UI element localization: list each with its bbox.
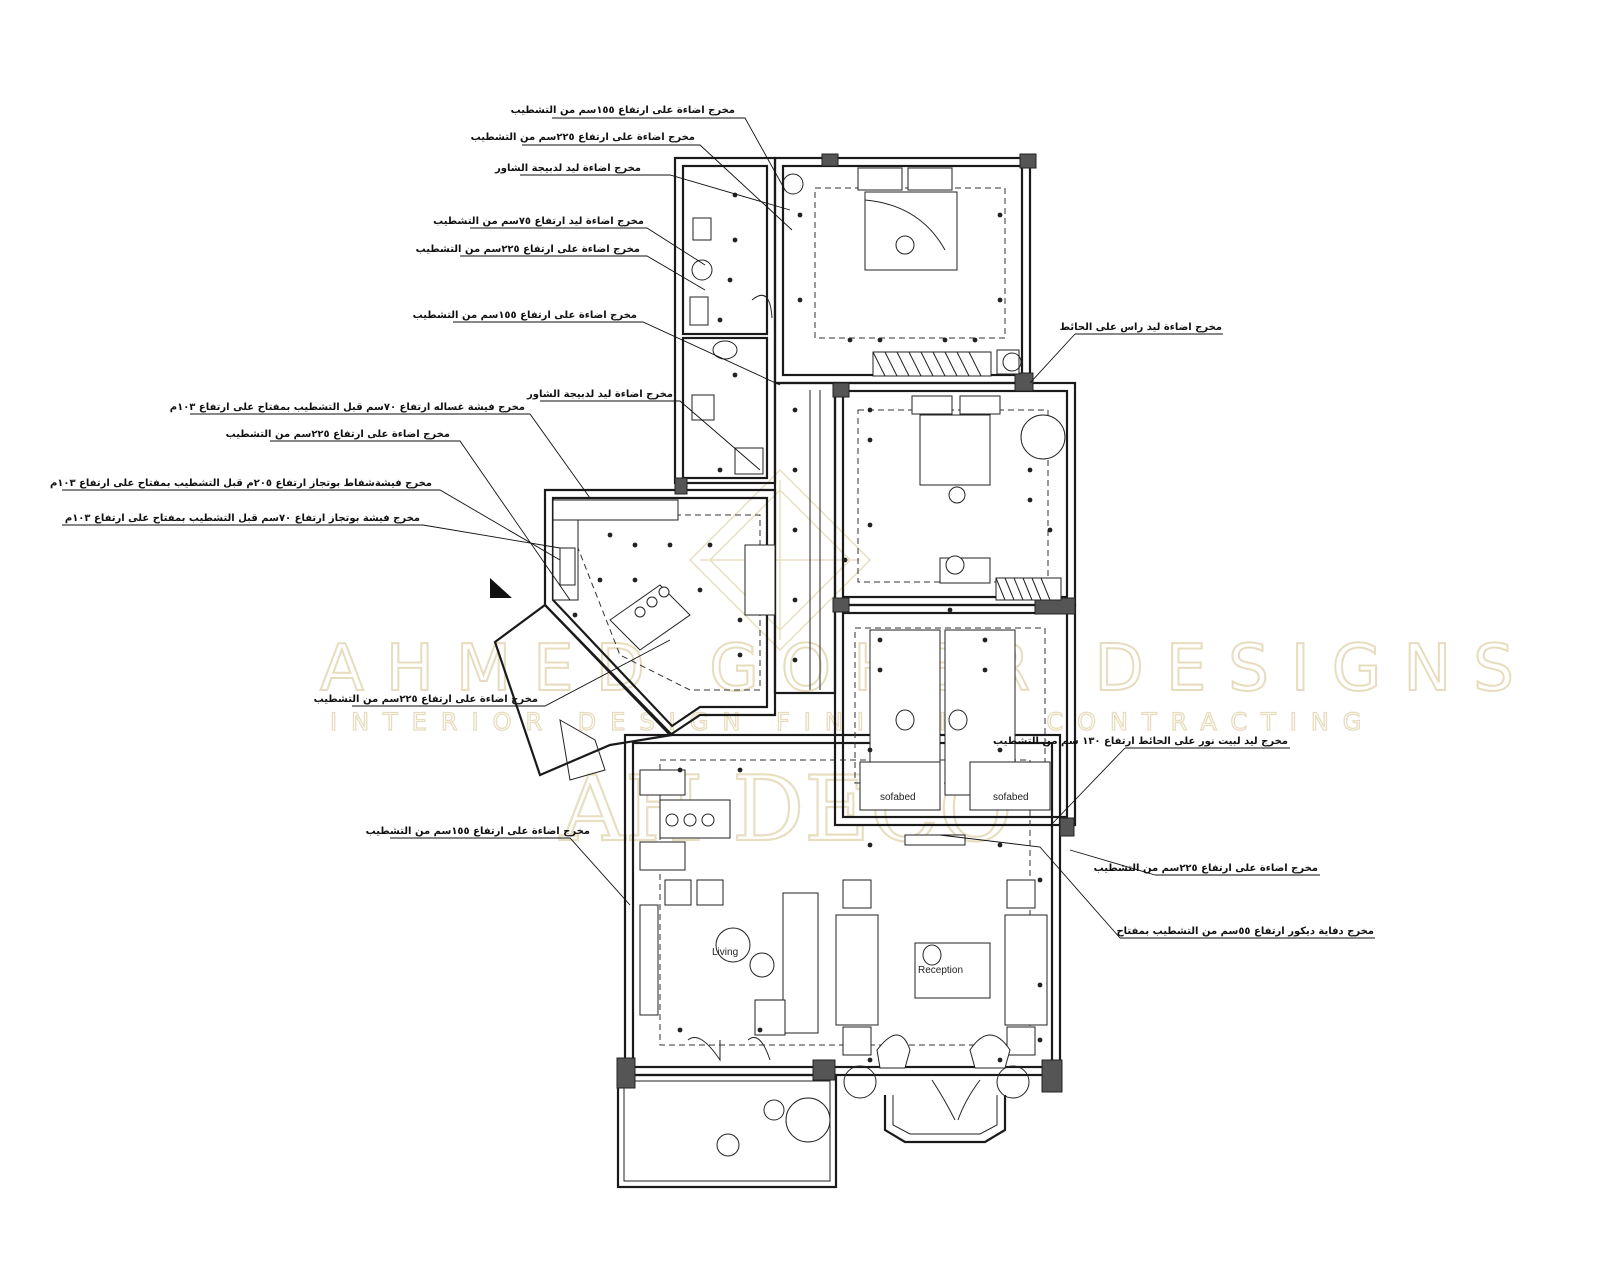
light-spot — [797, 297, 803, 303]
annotation-a15: مخرج ليد لبيت نور على الحائط ارتفاع ١٣٠ … — [993, 736, 1288, 747]
sofabed-right-label: sofabed — [993, 792, 1029, 803]
light-spot — [867, 407, 873, 413]
light-spot — [847, 337, 853, 343]
plant — [843, 1065, 877, 1099]
north-arrow-icon — [490, 578, 512, 598]
master-bed — [864, 191, 958, 271]
light-spot — [867, 437, 873, 443]
light-spot — [632, 542, 638, 548]
light-spot — [1027, 497, 1033, 503]
light-spot — [757, 1027, 763, 1033]
kitchen-island — [609, 584, 691, 651]
annotation-a16: مخرج اضاءة على ارتفاع ٢٢٥سم من التشطيب — [1094, 863, 1318, 874]
annotation-a6: مخرج اضاءة على ارتفاع ١٥٥سم من التشطيب — [413, 310, 637, 321]
light-spot — [942, 337, 948, 343]
annotation-a8: مخرج فيشة غساله ارتفاع ٧٠سم قبل التشطيب … — [170, 402, 525, 413]
light-spot — [667, 542, 673, 548]
light-spot — [737, 617, 743, 623]
light-spot — [597, 577, 603, 583]
sofabed-left-label: sofabed — [880, 792, 916, 803]
annotation-a12: مخرج اضاءة على ارتفاع ٢٢٥سم من التشطيب — [314, 694, 538, 705]
light-spot — [792, 527, 798, 533]
spiral-stair — [785, 1097, 831, 1143]
light-spots — [572, 192, 1053, 1063]
light-spot — [792, 407, 798, 413]
annotation-a10: مخرج فيشةشفاط بوتجاز ارتفاع ٢٠٥م قبل الت… — [50, 478, 432, 489]
light-spot — [1037, 982, 1043, 988]
light-spot — [982, 637, 988, 643]
light-spot — [867, 1057, 873, 1063]
light-spot — [997, 747, 1003, 753]
reception-label: Reception — [918, 965, 963, 976]
plant — [782, 173, 804, 195]
annotation-a5: مخرج اضاءة على ارتفاع ٢٢٥سم من التشطيب — [416, 244, 640, 255]
light-spot — [877, 337, 883, 343]
annotation-a1: مخرج اضاءة على ارتفاع ١٥٥سم من التشطيب — [511, 105, 735, 116]
light-spot — [867, 842, 873, 848]
light-spot — [1037, 877, 1043, 883]
armchair — [1020, 414, 1066, 460]
light-spot — [982, 667, 988, 673]
light-spot — [737, 767, 743, 773]
light-spot — [707, 542, 713, 548]
reception-sofa-left — [835, 914, 879, 1026]
annotation-a4: مخرج اضاءة ليد ارتفاع ٧٥سم من التشطيب — [433, 216, 644, 227]
light-spot — [677, 1027, 683, 1033]
light-spot — [572, 612, 578, 618]
light-spot — [717, 467, 723, 473]
living-label: Living — [712, 947, 738, 958]
light-spot — [1037, 1037, 1043, 1043]
annotation-a13: مخرج اضاءة على ارتفاع ١٥٥سم من التشطيب — [366, 826, 590, 837]
light-spot — [732, 372, 738, 378]
light-spot — [727, 277, 733, 283]
light-spot — [697, 587, 703, 593]
light-spot — [792, 467, 798, 473]
light-spot — [997, 842, 1003, 848]
light-spot — [792, 597, 798, 603]
reception-table — [914, 942, 991, 999]
furniture: sofabed sofabed Living — [490, 167, 1066, 1157]
second-bed — [919, 414, 991, 486]
light-spot — [1047, 527, 1053, 533]
light-spot — [737, 652, 743, 658]
annotation-leaders — [62, 117, 1375, 939]
annotation-a11: مخرج فيشة بوتجاز ارتفاع ٧٠سم قبل التشطيب… — [65, 513, 420, 524]
light-spot — [1027, 467, 1033, 473]
light-spot — [997, 1057, 1003, 1063]
light-spot — [797, 212, 803, 218]
watermark-subtitle: INTERIOR DESIGN FINISHING CONTRACTING — [330, 708, 1375, 736]
light-spot — [867, 522, 873, 528]
columns — [616, 153, 1076, 1093]
kitchen-tiled-panel — [559, 719, 606, 781]
reception-sofa-right — [1004, 914, 1048, 1026]
light-spot — [632, 577, 638, 583]
light-spot — [717, 317, 723, 323]
living-sofa — [782, 892, 819, 1034]
annotation-a14: مخرج اضاءة ليد راس على الحائط — [1060, 322, 1222, 333]
annotation-texts: مخرج اضاءة على ارتفاع ١٥٥سم من التشطيب م… — [50, 105, 1374, 937]
annotation-a7: مخرج اضاءة ليد لدبيجة الشاور — [526, 389, 673, 400]
light-spot — [997, 297, 1003, 303]
light-spot — [867, 747, 873, 753]
plant — [1002, 352, 1022, 372]
light-spot — [607, 532, 613, 538]
annotation-a3: مخرج اضاءة ليد لدبيجة الشاور — [494, 163, 641, 174]
plant — [996, 1065, 1030, 1099]
annotation-a2: مخرج اضاءة على ارتفاع ٢٢٥سم من التشطيب — [471, 132, 695, 143]
light-spot — [677, 767, 683, 773]
light-spot — [732, 237, 738, 243]
light-spot — [877, 637, 883, 643]
light-spot — [947, 607, 953, 613]
light-spot — [842, 557, 848, 563]
watermark-emblem — [688, 468, 872, 652]
light-spot — [792, 657, 798, 663]
light-spot — [972, 337, 978, 343]
light-spot — [877, 667, 883, 673]
annotation-a9: مخرج اضاءة على ارتفاع ٢٢٥سم من التشطيب — [226, 429, 450, 440]
annotation-a17: مخرج دفاية ديكور ارتفاع ٥٥سم من التشطيب … — [1116, 926, 1374, 937]
light-spot — [997, 212, 1003, 218]
